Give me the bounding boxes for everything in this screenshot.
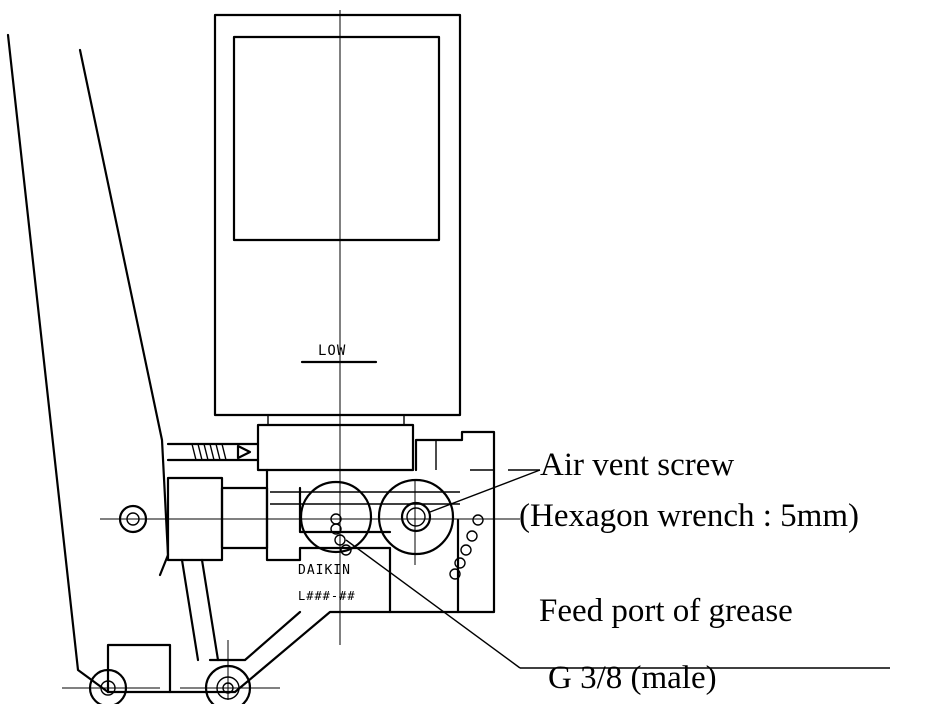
pivot-bottom-right bbox=[180, 664, 280, 704]
right-housing bbox=[414, 430, 496, 614]
pivot-left bbox=[118, 504, 148, 534]
feed-port-fitting bbox=[299, 480, 373, 556]
pivot-bottom-left bbox=[62, 668, 160, 704]
low-level-mark: LOW bbox=[318, 343, 347, 359]
nameplate-code: L###-## bbox=[298, 589, 356, 603]
spring-indicator bbox=[166, 442, 260, 462]
nameplate-brand: DAIKIN bbox=[298, 563, 351, 578]
air-vent-fitting bbox=[377, 478, 455, 556]
air-vent-screw-label: Air vent screw bbox=[540, 447, 735, 483]
feed-port-thread-label: G 3/8 (male) bbox=[548, 660, 717, 696]
grease-reservoir bbox=[213, 13, 462, 417]
leader-lines bbox=[345, 469, 890, 669]
center-lines bbox=[100, 10, 520, 700]
ball-chain bbox=[449, 514, 484, 580]
lower-bracket bbox=[106, 558, 392, 694]
reservoir-neck bbox=[256, 415, 415, 472]
feed-port-label: Feed port of grease bbox=[539, 593, 793, 629]
arm-frame bbox=[6, 33, 170, 694]
air-vent-tool-label: (Hexagon wrench : 5mm) bbox=[519, 498, 859, 534]
pump-body bbox=[166, 468, 460, 614]
